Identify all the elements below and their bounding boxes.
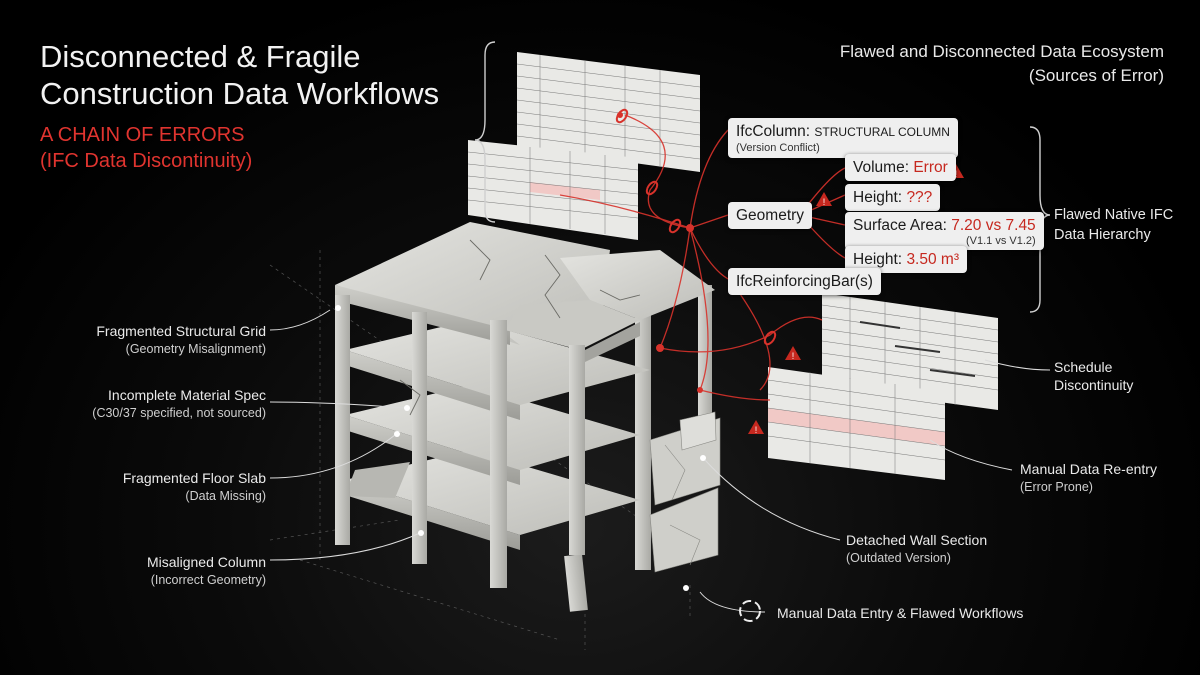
detached-wall-note: (Outdated Version) [846, 551, 951, 565]
surface-area-tag: Surface Area: 7.20 vs 7.45 (V1.1 vs V1.2… [845, 212, 1044, 250]
cracks [399, 239, 641, 416]
ifc-column-name: IfcColumn: [736, 123, 811, 140]
volume-value: Error [913, 159, 948, 176]
geometry-tag: Geometry [728, 202, 813, 229]
volume-tag: Volume: Error [845, 154, 956, 181]
misaligned-column-title: Misaligned Column [146, 554, 266, 570]
material-spec-note: (C30/37 specified, not sourced) [92, 406, 266, 420]
manual-reentry-note: (Error Prone) [1020, 480, 1093, 494]
structural-grid-note: (Geometry Misalignment) [125, 342, 266, 356]
structural-grid-label: Fragmented Structural Grid (Geometry Mis… [96, 322, 266, 358]
floor-slab-note: (Data Missing) [185, 489, 266, 503]
reinforcing-bar-tag: IfcReinforcingBar(s) [728, 268, 881, 295]
ifc-column-tag: IfcColumn: STRUCTURAL COLUMN (Version Co… [728, 118, 958, 158]
title-line-1: Disconnected & Fragile [40, 39, 361, 74]
spreadsheet-schedule [821, 293, 999, 410]
material-spec-label: Incomplete Material Spec (C30/37 specifi… [92, 386, 266, 422]
floor-slab-title: Fragmented Floor Slab [122, 470, 266, 486]
manual-reentry-label: Manual Data Re-entry (Error Prone) [1020, 460, 1157, 496]
schedule-line-1: Schedule [1054, 359, 1113, 375]
hierarchy-line-2: Data Hierarchy [1054, 227, 1151, 243]
detached-wall-label: Detached Wall Section (Outdated Version) [846, 531, 987, 567]
chain-link-icons [615, 108, 777, 346]
volume-label: Volume: [853, 159, 910, 176]
legend-label: Manual Data Entry & Flawed Workflows [777, 605, 1024, 621]
subtitle-line-2: (IFC Data Discontinuity) [40, 150, 253, 172]
spreadsheet-reentry [767, 367, 946, 480]
height-2-value: 3.50 m³ [906, 251, 959, 268]
misaligned-column-label: Misaligned Column (Incorrect Geometry) [147, 553, 266, 589]
height-1-label: Height: [853, 189, 903, 206]
floor-slab-label: Fragmented Floor Slab (Data Missing) [123, 469, 266, 505]
height-2-label: Height: [853, 251, 903, 268]
ecosystem-heading: Flawed and Disconnected Data Ecosystem (… [840, 40, 1164, 88]
reinforcing-bar-label: IfcReinforcingBar(s) [736, 273, 873, 290]
workflow-cycle-icon [739, 600, 761, 622]
pointer-dots [335, 305, 706, 591]
page-title: Disconnected & Fragile Construction Data… [40, 38, 439, 112]
svg-text:!: ! [955, 169, 958, 179]
manual-reentry-title: Manual Data Re-entry [1020, 461, 1157, 477]
ecosystem-line-1: Flawed and Disconnected Data Ecosystem [839, 42, 1164, 61]
surface-area-label: Surface Area: [853, 217, 947, 234]
misaligned-column-note: (Incorrect Geometry) [150, 573, 266, 587]
title-line-2: Construction Data Workflows [40, 76, 440, 111]
svg-text:!: ! [823, 197, 826, 207]
spreadsheet-top [516, 52, 701, 172]
detached-wall [649, 411, 721, 573]
ifc-column-value: STRUCTURAL COLUMN [814, 125, 950, 139]
svg-text:!: ! [792, 351, 795, 361]
schedule-line-2: Discontinuity [1054, 377, 1134, 393]
ecosystem-line-2: (Sources of Error) [1028, 66, 1164, 85]
hierarchy-heading: Flawed Native IFC Data Hierarchy [1054, 205, 1173, 245]
height-1-value: ??? [906, 189, 933, 206]
geometry-label: Geometry [736, 207, 805, 224]
hierarchy-line-1: Flawed Native IFC [1054, 207, 1174, 223]
warning-icons: !! !! [748, 164, 964, 435]
pointer-lines [269, 309, 1051, 613]
schedule-discontinuity-label: Schedule Discontinuity [1054, 358, 1133, 394]
structural-grid-title: Fragmented Structural Grid [96, 323, 266, 339]
subtitle-line-1: A CHAIN OF ERRORS [40, 124, 245, 146]
svg-text:!: ! [755, 425, 758, 435]
page-subtitle: A CHAIN OF ERRORS (IFC Data Discontinuit… [40, 122, 252, 174]
surface-area-value: 7.20 vs 7.45 [951, 217, 1036, 234]
surface-area-note: (V1.1 vs V1.2) [965, 235, 1036, 247]
spreadsheet-mid [467, 140, 639, 240]
brackets [474, 41, 1051, 313]
detached-wall-title: Detached Wall Section [846, 532, 988, 548]
material-spec-title: Incomplete Material Spec [108, 387, 266, 403]
columns-front [335, 295, 588, 612]
height-tag-2: Height: 3.50 m³ [845, 246, 967, 273]
height-tag-1: Height: ??? [845, 184, 941, 211]
ifc-column-note: (Version Conflict) [736, 142, 820, 154]
